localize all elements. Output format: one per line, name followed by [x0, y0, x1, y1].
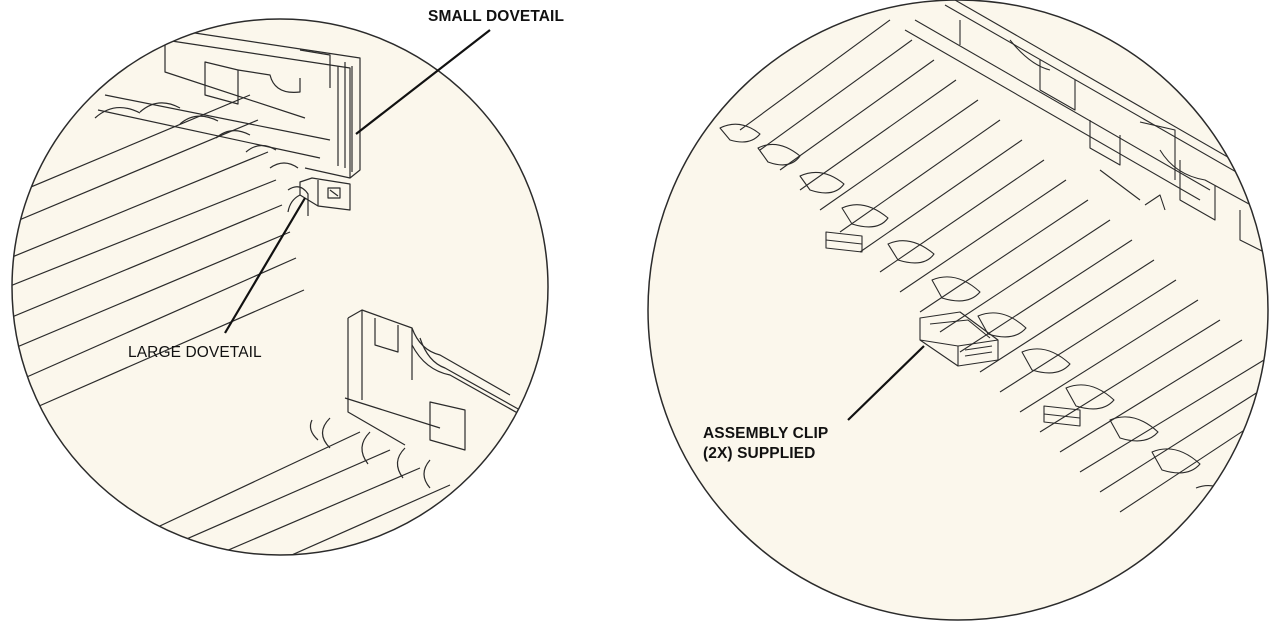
large-dovetail-leader [224, 197, 306, 334]
tube-array [739, 19, 1268, 513]
right-detail-circle [647, 0, 1269, 621]
lower-frame [344, 309, 531, 451]
assembly-clip-label-line1: ASSEMBLY CLIP [703, 425, 829, 442]
assembly-clip-leader [847, 345, 925, 421]
large-dovetail-block [287, 177, 351, 213]
left-detail-circle [11, 18, 549, 556]
assembly-clip-label: ASSEMBLY CLIP (2X) SUPPLIED [703, 424, 828, 464]
small-dovetail-frame [164, 29, 361, 179]
small-dovetail-label: SMALL DOVETAIL [428, 8, 565, 25]
left-detail-view [11, 18, 549, 556]
upper-tube-bundle [12, 94, 331, 411]
large-dovetail-label: LARGE DOVETAIL [128, 344, 262, 361]
small-clips [825, 231, 1081, 427]
small-dovetail-leader [355, 29, 491, 135]
assembly-clip-part [919, 311, 999, 367]
assembly-clip-label-line2: (2X) SUPPLIED [703, 445, 816, 462]
right-detail-view [647, 0, 1269, 621]
